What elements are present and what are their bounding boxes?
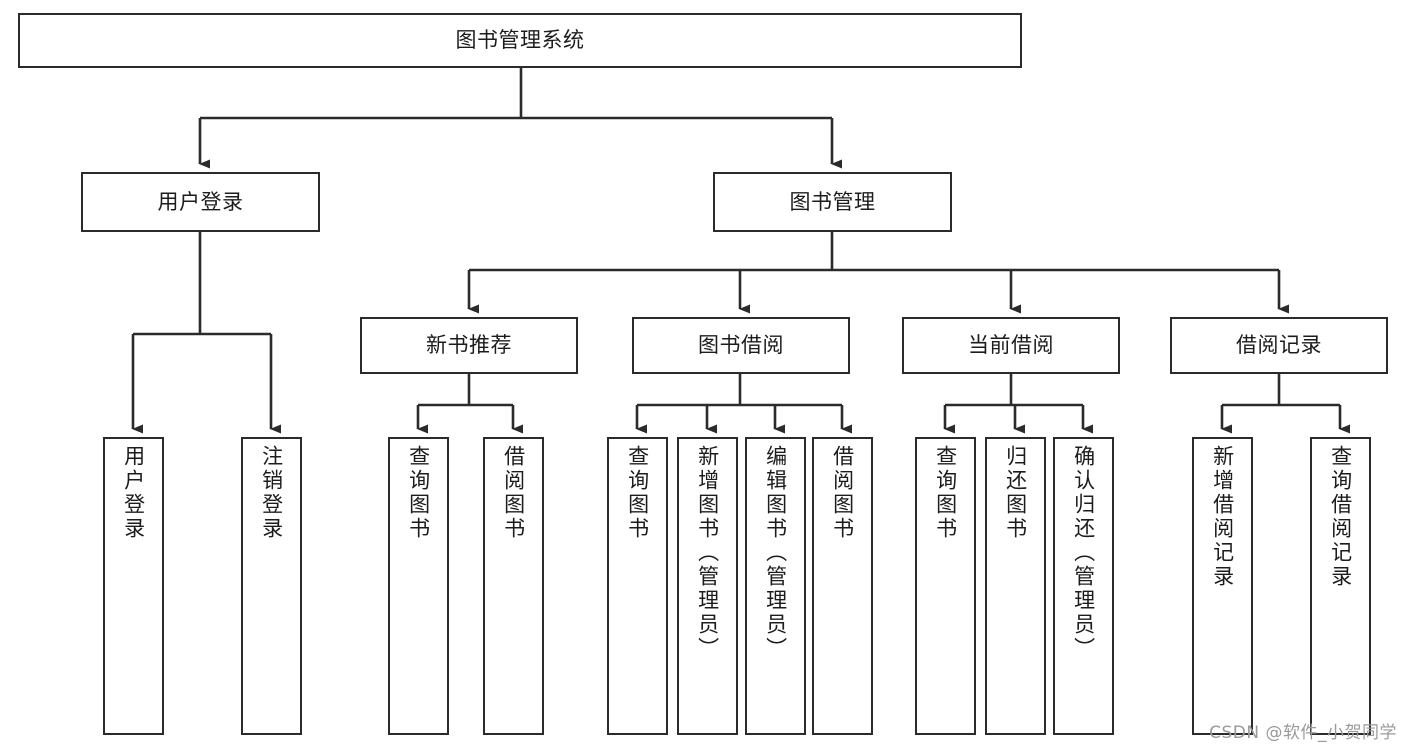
node-leaf-return-book[interactable]: 归还图书 — [985, 437, 1046, 735]
node-book-management-label: 图书管理 — [789, 189, 876, 214]
node-leaf-query-book-2-label: 查询图书 — [625, 445, 650, 541]
node-current-borrow-label: 当前借阅 — [968, 333, 1054, 358]
node-leaf-add-book-admin[interactable]: 新增图书（管理员） — [677, 437, 738, 735]
node-leaf-logout-label: 注销登录 — [259, 445, 284, 541]
node-leaf-user-login-label: 用户登录 — [121, 445, 146, 541]
node-borrow-record[interactable]: 借阅记录 — [1170, 317, 1388, 374]
node-root[interactable]: 图书管理系统 — [18, 13, 1022, 68]
node-new-book-recommend[interactable]: 新书推荐 — [360, 317, 578, 374]
node-leaf-return-book-label: 归还图书 — [1003, 445, 1028, 541]
node-leaf-confirm-return-admin-label: 确认归还（管理员） — [1071, 445, 1096, 661]
node-leaf-add-book-admin-label: 新增图书（管理员） — [695, 445, 720, 661]
node-leaf-edit-book-admin-label: 编辑图书（管理员） — [763, 445, 788, 661]
node-leaf-query-borrow-record[interactable]: 查询借阅记录 — [1310, 437, 1371, 735]
watermark: CSDN @软件_小贺同学 — [1209, 723, 1397, 743]
node-current-borrow[interactable]: 当前借阅 — [902, 317, 1120, 374]
node-leaf-add-borrow-record-label: 新增借阅记录 — [1210, 445, 1235, 589]
node-root-label: 图书管理系统 — [455, 28, 585, 53]
node-leaf-add-borrow-record[interactable]: 新增借阅记录 — [1192, 437, 1253, 735]
node-leaf-borrow-book-1-label: 借阅图书 — [501, 445, 526, 541]
node-leaf-logout[interactable]: 注销登录 — [241, 437, 302, 735]
node-leaf-borrow-book-1[interactable]: 借阅图书 — [483, 437, 544, 735]
node-leaf-borrow-book-2-label: 借阅图书 — [830, 445, 855, 541]
node-leaf-query-book-2[interactable]: 查询图书 — [607, 437, 668, 735]
node-leaf-borrow-book-2[interactable]: 借阅图书 — [812, 437, 873, 735]
node-leaf-edit-book-admin[interactable]: 编辑图书（管理员） — [745, 437, 806, 735]
node-new-book-recommend-label: 新书推荐 — [426, 333, 512, 358]
node-leaf-confirm-return-admin[interactable]: 确认归还（管理员） — [1053, 437, 1114, 735]
node-book-borrow-label: 图书借阅 — [698, 333, 784, 358]
node-leaf-query-book-1-label: 查询图书 — [406, 445, 431, 541]
node-borrow-record-label: 借阅记录 — [1236, 333, 1322, 358]
node-leaf-query-borrow-record-label: 查询借阅记录 — [1328, 445, 1353, 589]
node-book-borrow[interactable]: 图书借阅 — [632, 317, 850, 374]
node-user-login-label: 用户登录 — [157, 189, 244, 214]
node-leaf-user-login[interactable]: 用户登录 — [103, 437, 164, 735]
node-book-management[interactable]: 图书管理 — [713, 172, 952, 232]
node-leaf-query-book-3-label: 查询图书 — [933, 445, 958, 541]
node-leaf-query-book-3[interactable]: 查询图书 — [915, 437, 976, 735]
node-leaf-query-book-1[interactable]: 查询图书 — [388, 437, 449, 735]
node-user-login[interactable]: 用户登录 — [81, 172, 320, 232]
